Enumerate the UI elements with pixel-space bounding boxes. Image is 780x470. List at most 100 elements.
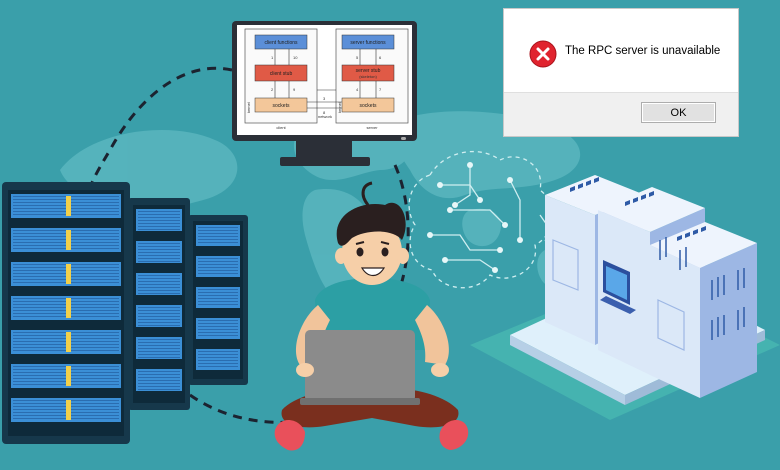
rack-status-light	[66, 400, 71, 420]
rack-status-light	[66, 366, 71, 386]
rack-vent-line	[138, 354, 180, 355]
rack-status-light	[66, 332, 71, 352]
rack-vent-line	[138, 371, 180, 372]
rack-vent-line	[138, 249, 180, 250]
rack-vent-line	[138, 339, 180, 340]
step-9: 9	[293, 87, 296, 92]
rack-vent-line	[198, 267, 238, 268]
rack-vent-line	[198, 360, 238, 361]
rack-status-light	[66, 196, 71, 216]
step-5: 5	[356, 55, 359, 60]
step-10: 10	[293, 55, 298, 60]
rack-vent-line	[138, 307, 180, 308]
server-functions-label: server functions	[350, 40, 386, 46]
client-functions-label: client functions	[264, 40, 298, 46]
rack-vent-line	[198, 354, 238, 355]
rack-vent-line	[138, 374, 180, 375]
rack-vent-line	[138, 226, 180, 227]
rack-status-light	[66, 264, 71, 284]
client-stub-label: client stub	[270, 71, 293, 77]
rack-vent-line	[198, 366, 238, 367]
rack-vent-line	[138, 284, 180, 285]
rack-vent-line	[138, 214, 180, 215]
rack-vent-line	[198, 304, 238, 305]
rack-vent-line	[138, 229, 180, 230]
step-6: 6	[379, 55, 382, 60]
rack-vent-line	[198, 261, 238, 262]
rack-vent-line	[138, 316, 180, 317]
rpc-error-dialog: The RPC server is unavailable OK	[503, 8, 739, 137]
server-sockets-box	[341, 97, 395, 113]
rack-vent-line	[198, 227, 238, 228]
person-with-laptop	[274, 181, 469, 451]
server-rack-small-panels	[196, 225, 240, 370]
dashed-connection-right	[393, 164, 410, 301]
ok-button[interactable]: OK	[641, 102, 716, 123]
rack-vent-line	[198, 295, 238, 296]
kernel-right-label: kernel	[337, 102, 342, 113]
rack-vent-line	[138, 351, 180, 352]
rack-vent-line	[198, 332, 238, 333]
server-stub-box	[341, 64, 395, 82]
step-1: 1	[271, 55, 274, 60]
server-stub-sublabel: (skeleton)	[359, 74, 377, 79]
rack-vent-line	[198, 323, 238, 324]
rack-vent-line	[198, 335, 238, 336]
step-4: 4	[356, 87, 359, 92]
rack-vent-line	[138, 325, 180, 326]
diagram-arrows	[274, 49, 377, 109]
rack-vent-line	[198, 239, 238, 240]
rack-vent-line	[138, 252, 180, 253]
rack-vent-line	[198, 363, 238, 364]
rack-vent-line	[138, 313, 180, 314]
rack-vent-line	[138, 278, 180, 279]
client-label: client	[276, 125, 286, 130]
server-functions-box	[341, 34, 395, 50]
rack-vent-line	[138, 281, 180, 282]
rack-vent-line	[138, 261, 180, 262]
rack-vent-line	[198, 298, 238, 299]
rack-vent-line	[138, 345, 180, 346]
step-8: 8	[323, 110, 326, 115]
monitor-power-led	[401, 137, 406, 140]
server-rack-large-panels	[11, 194, 121, 422]
rack-vent-line	[138, 243, 180, 244]
rack-vent-line	[138, 258, 180, 259]
client-functions-box	[254, 34, 308, 50]
rack-status-light	[66, 230, 71, 250]
rack-vent-line	[198, 242, 238, 243]
server-stub-label: server stub	[356, 68, 381, 74]
rack-vent-line	[138, 275, 180, 276]
rack-vent-line	[138, 386, 180, 387]
error-x-icon	[529, 40, 557, 68]
rack-vent-line	[198, 329, 238, 330]
step-3: 3	[323, 96, 326, 101]
client-stub-box	[254, 64, 308, 82]
rack-vent-line	[138, 290, 180, 291]
rack-vent-line	[138, 220, 180, 221]
rack-vent-line	[138, 389, 180, 390]
rack-vent-line	[138, 246, 180, 247]
rack-status-light	[66, 298, 71, 318]
rack-vent-line	[138, 380, 180, 381]
server-sockets-label: sockets	[360, 103, 377, 109]
monitor-stand	[296, 141, 352, 159]
rack-vent-line	[198, 270, 238, 271]
network-label: network	[318, 114, 332, 119]
step-2: 2	[271, 87, 274, 92]
rack-vent-line	[138, 342, 180, 343]
rack-vent-line	[198, 357, 238, 358]
rack-vent-line	[138, 357, 180, 358]
rack-vent-line	[198, 292, 238, 293]
rack-vent-line	[198, 326, 238, 327]
rack-vent-line	[138, 217, 180, 218]
rack-vent-line	[138, 377, 180, 378]
server-rack-medium-panels	[136, 209, 182, 391]
rack-vent-line	[138, 348, 180, 349]
monitor-base	[280, 157, 370, 166]
rack-vent-line	[198, 264, 238, 265]
rack-vent-line	[138, 383, 180, 384]
rack-vent-line	[198, 351, 238, 352]
